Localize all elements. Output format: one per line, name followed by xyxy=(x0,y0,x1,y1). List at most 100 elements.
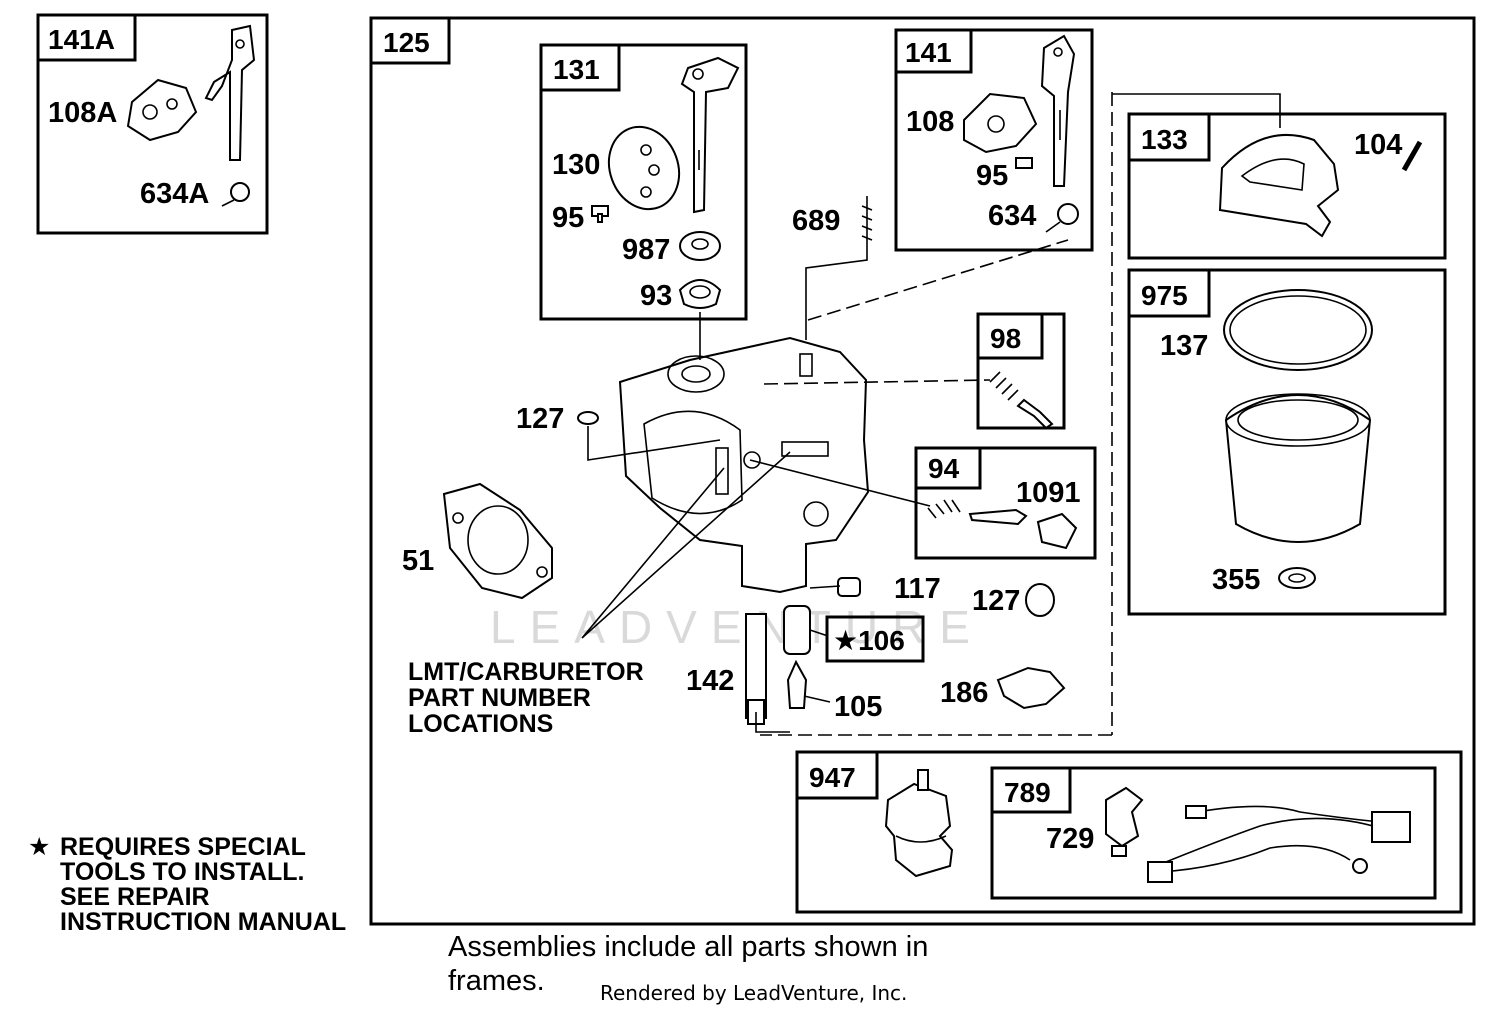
frame-106 xyxy=(825,615,925,663)
label-106: ★106 xyxy=(833,625,905,656)
requires-note-line-4: INSTRUCTION MANUAL xyxy=(60,908,346,936)
dashed-group-outline xyxy=(760,92,1113,736)
label-975: 975 xyxy=(1141,280,1188,311)
needle-valve-icon xyxy=(968,508,1028,526)
frame-133 xyxy=(1127,112,1447,260)
frame-141A xyxy=(36,13,269,235)
part-label-93: 93 xyxy=(640,280,672,312)
lmt-note-line-2: PART NUMBER xyxy=(408,684,591,712)
tag-94 xyxy=(914,446,982,490)
label-141: 141 xyxy=(905,37,952,68)
label-947: 947 xyxy=(809,762,856,793)
spring-icon xyxy=(221,182,250,207)
float-bowl-icon xyxy=(1224,393,1372,543)
label-141A: 141A xyxy=(48,24,115,55)
part-label-95-a: 95 xyxy=(552,202,584,234)
bushing-icon xyxy=(679,231,721,261)
part-label-104: 104 xyxy=(1354,129,1402,161)
tag-141 xyxy=(894,28,973,74)
part-label-634: 634 xyxy=(988,200,1036,232)
requires-note-line-3: SEE REPAIR xyxy=(60,883,210,911)
part-label-1091: 1091 xyxy=(1016,477,1081,509)
leader-line xyxy=(581,451,791,639)
screw-icon xyxy=(591,205,609,223)
seal-icon xyxy=(678,279,722,309)
throttle-shaft-icon xyxy=(680,56,740,214)
frame-131 xyxy=(539,43,748,321)
frame-125 xyxy=(369,16,1476,926)
requires-note-line-2: TOOLS TO INSTALL. xyxy=(60,858,304,886)
leader-line xyxy=(755,712,790,733)
label-98: 98 xyxy=(990,323,1021,354)
tag-131 xyxy=(539,43,621,92)
carburetor-body-icon xyxy=(618,336,870,594)
choke-plate-icon xyxy=(607,125,681,211)
part-label-355: 355 xyxy=(1212,564,1260,596)
part-label-108A: 108A xyxy=(48,97,117,129)
part-label-987: 987 xyxy=(622,234,670,266)
float-pin-icon xyxy=(1401,140,1423,172)
spring-icon xyxy=(861,196,873,250)
frame-141 xyxy=(894,28,1094,252)
screw-icon xyxy=(1016,398,1054,430)
part-label-186: 186 xyxy=(940,677,988,709)
float-icon xyxy=(1218,133,1340,238)
plug-icon xyxy=(1025,583,1055,617)
fitting-icon xyxy=(1036,512,1078,550)
leader-line xyxy=(809,629,829,637)
footer-line-1: Assemblies include all parts shown in xyxy=(448,931,928,963)
main-jet-tube-icon xyxy=(745,613,767,725)
star-icon: ★ xyxy=(28,833,50,861)
gasket-icon xyxy=(1223,289,1373,371)
lmt-note-line-3: LOCATIONS xyxy=(408,710,553,738)
part-label-51: 51 xyxy=(402,545,434,577)
washer-icon xyxy=(1278,567,1316,589)
solenoid-icon xyxy=(884,769,954,878)
spring-icon xyxy=(1045,203,1079,233)
screw-icon xyxy=(1015,157,1033,169)
lmt-note-line-1: LMT/CARBURETOR xyxy=(408,658,644,686)
tag-141A xyxy=(36,13,137,62)
nozzle-icon xyxy=(783,605,811,655)
footer-line-2: frames. xyxy=(448,965,545,997)
frame-947 xyxy=(795,750,1463,914)
part-label-127-a: 127 xyxy=(516,403,564,435)
throttle-shaft-icon xyxy=(204,24,256,161)
part-label-127-b: 127 xyxy=(972,585,1020,617)
part-label-108: 108 xyxy=(906,106,954,138)
part-label-130: 130 xyxy=(552,149,600,181)
leader-line xyxy=(805,250,868,340)
tag-789 xyxy=(990,766,1072,814)
part-label-137: 137 xyxy=(1160,330,1208,362)
tag-133 xyxy=(1127,112,1211,162)
tag-125 xyxy=(369,16,451,65)
leader-line xyxy=(809,585,841,589)
part-label-142: 142 xyxy=(686,665,734,697)
leader-line xyxy=(763,379,991,385)
float-needle-icon xyxy=(786,659,808,709)
tag-975 xyxy=(1127,268,1211,318)
jet-icon xyxy=(837,577,861,597)
choke-plate-icon xyxy=(126,78,198,142)
tag-98 xyxy=(976,312,1044,360)
frame-975 xyxy=(1127,268,1447,616)
spring-icon xyxy=(989,371,1019,401)
label-125: 125 xyxy=(383,27,430,58)
choke-plate-icon xyxy=(963,92,1038,154)
gasket-icon xyxy=(442,482,553,600)
part-label-634A: 634A xyxy=(140,178,209,210)
part-label-689: 689 xyxy=(792,205,840,237)
leader-line xyxy=(803,695,831,703)
part-label-105: 105 xyxy=(834,691,882,723)
label-133: 133 xyxy=(1141,124,1188,155)
part-label-95-b: 95 xyxy=(976,160,1008,192)
part-label-117: 117 xyxy=(894,573,941,605)
rendered-by-credit: Rendered by LeadVenture, Inc. xyxy=(600,981,907,1005)
part-label-729: 729 xyxy=(1046,823,1094,855)
frame-789 xyxy=(990,766,1437,900)
tag-947 xyxy=(795,750,879,800)
elbow-fitting-icon xyxy=(996,666,1066,710)
leader-line xyxy=(1112,93,1281,128)
leader-line xyxy=(807,239,1069,321)
requires-note-line-1: REQUIRES SPECIAL xyxy=(60,833,306,861)
